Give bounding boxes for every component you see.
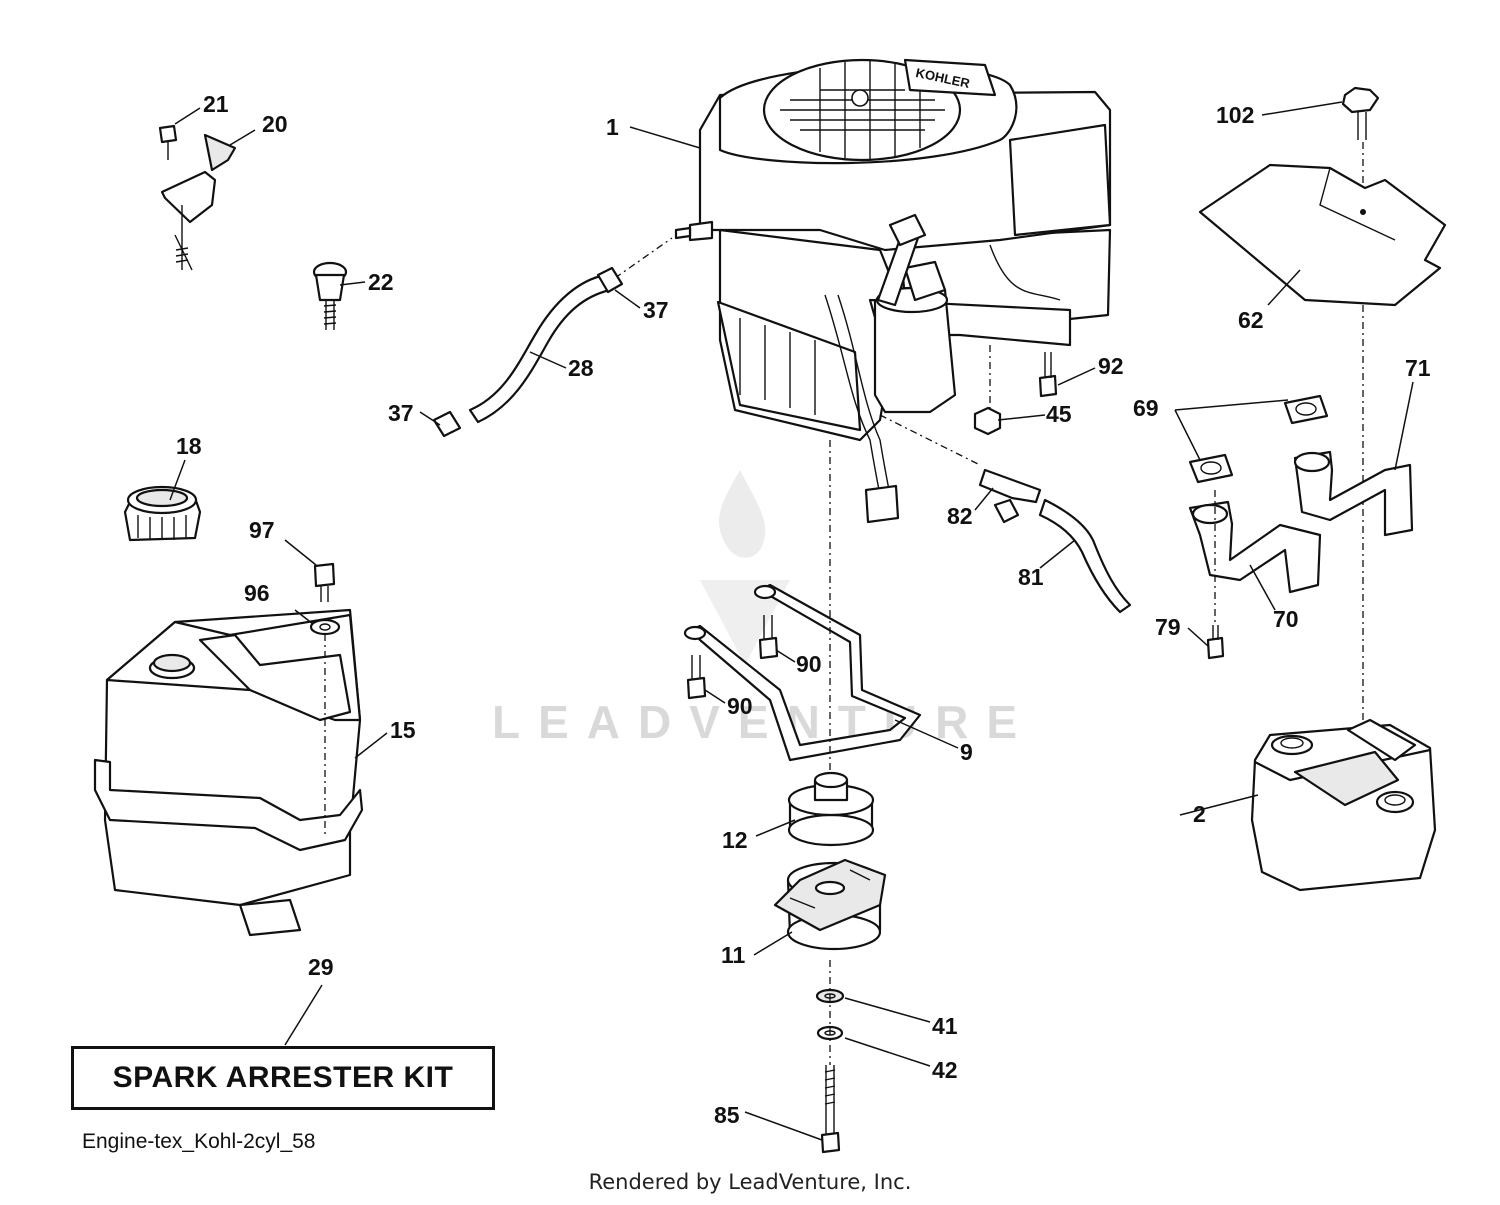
part-92-bolt bbox=[1038, 352, 1058, 398]
part-90-bolt-upper bbox=[758, 615, 779, 660]
callout-1: 1 bbox=[606, 114, 619, 140]
part-70-exhaust-pipe bbox=[1188, 500, 1322, 594]
diagram-code: Engine-tex_Kohl-2cyl_58 bbox=[82, 1130, 316, 1153]
part-2-muffler bbox=[1250, 718, 1437, 892]
callout-37-lower: 37 bbox=[388, 400, 414, 426]
part-20-throttle-control bbox=[160, 133, 237, 271]
callout-18: 18 bbox=[176, 433, 202, 459]
part-82-fitting bbox=[978, 468, 1042, 524]
callout-11: 11 bbox=[721, 942, 746, 968]
part-22-knob bbox=[312, 261, 348, 330]
callout-42: 42 bbox=[932, 1057, 958, 1083]
part-62-heat-shield bbox=[1198, 163, 1447, 307]
part-18-fuel-cap bbox=[123, 485, 202, 542]
callout-70: 70 bbox=[1273, 606, 1299, 632]
part-37-clamp-lower bbox=[432, 410, 462, 438]
callout-71: 71 bbox=[1405, 355, 1431, 381]
spark-arrester-kit-label: SPARK ARRESTER KIT bbox=[112, 1061, 454, 1094]
callout-22: 22 bbox=[368, 269, 394, 295]
callout-20: 20 bbox=[262, 111, 288, 137]
callout-69: 69 bbox=[1133, 395, 1159, 421]
engine: KOHLER bbox=[674, 58, 1112, 524]
callout-79: 79 bbox=[1155, 614, 1181, 640]
callout-62: 62 bbox=[1238, 307, 1264, 333]
callout-45: 45 bbox=[1046, 401, 1072, 427]
callout-12: 12 bbox=[722, 827, 748, 853]
callout-90-lower: 90 bbox=[727, 693, 753, 719]
part-71-exhaust-pipe bbox=[1293, 450, 1414, 537]
part-102-bolt bbox=[1341, 86, 1380, 140]
part-90-bolt-lower bbox=[686, 655, 707, 700]
callout-28: 28 bbox=[568, 355, 594, 381]
callout-96: 96 bbox=[244, 580, 270, 606]
part-81-hose bbox=[1038, 498, 1132, 614]
callouts: 1 2 9 11 12 15 18 20 21 22 28 29 37 37 4… bbox=[176, 91, 1431, 1128]
watermark: LEADVENTURE bbox=[492, 470, 1035, 748]
part-69-gasket-right bbox=[1283, 394, 1329, 425]
part-9-bracket bbox=[683, 583, 922, 762]
callout-85: 85 bbox=[714, 1102, 740, 1128]
callout-81: 81 bbox=[1018, 564, 1044, 590]
callout-90-upper: 90 bbox=[796, 651, 822, 677]
part-12-pulley bbox=[787, 771, 875, 847]
leader-lines bbox=[169, 101, 1414, 1141]
part-79-bolt bbox=[1206, 625, 1225, 660]
part-45-nut bbox=[973, 406, 1002, 436]
callout-92: 92 bbox=[1098, 353, 1124, 379]
callout-37-upper: 37 bbox=[643, 297, 669, 323]
part-96-washer bbox=[309, 618, 341, 636]
callout-97: 97 bbox=[249, 517, 275, 543]
callout-2: 2 bbox=[1193, 801, 1206, 827]
part-37-clamp-upper bbox=[596, 266, 624, 294]
part-69-gasket-left bbox=[1188, 453, 1234, 484]
engine-fan-grille bbox=[780, 60, 945, 160]
callout-29: 29 bbox=[308, 954, 334, 980]
spark-arrester-kit-box: SPARK ARRESTER KIT bbox=[71, 1046, 495, 1110]
callout-41: 41 bbox=[932, 1013, 958, 1039]
part-28-fuel-line bbox=[468, 237, 673, 424]
callout-21: 21 bbox=[203, 91, 229, 117]
callout-82: 82 bbox=[947, 503, 973, 529]
callout-102: 102 bbox=[1216, 102, 1254, 128]
part-85-bolt bbox=[820, 1065, 841, 1154]
callout-9: 9 bbox=[960, 739, 973, 765]
rendered-by-credit: Rendered by LeadVenture, Inc. bbox=[588, 1170, 912, 1194]
part-15-fuel-tank bbox=[93, 608, 364, 937]
callout-15: 15 bbox=[390, 717, 416, 743]
watermark-text: LEADVENTURE bbox=[492, 696, 1035, 748]
part-11-pto-clutch bbox=[773, 858, 887, 951]
part-21-bolt bbox=[158, 124, 178, 160]
part-97-bolt bbox=[313, 562, 336, 602]
